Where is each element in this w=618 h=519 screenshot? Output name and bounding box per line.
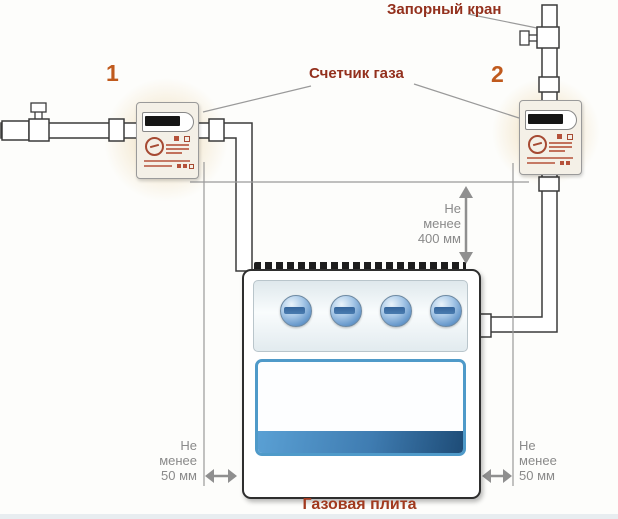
shutoff-valve-handle	[519, 30, 530, 46]
gas-meter-leader-left	[202, 85, 312, 113]
shutoff-valve-leader-line	[467, 13, 538, 29]
dimension-arrow-right-50mm	[482, 469, 512, 483]
gas-meter-label: Счетчик газа	[309, 65, 404, 82]
dimension-400mm-text: Не менее 400 мм	[417, 201, 461, 246]
gas-meter-leader-right	[413, 83, 520, 119]
meter1-display-screen	[145, 116, 180, 126]
coupling-meter1-left	[108, 118, 125, 142]
coupling-meter2-top	[538, 76, 560, 93]
burner-knob-3	[380, 295, 412, 327]
dimension-arrow-vertical-400mm	[459, 186, 473, 264]
meter2-logo	[528, 135, 547, 154]
valve-left	[28, 102, 50, 142]
shutoff-valve-label: Запорный кран	[387, 1, 502, 18]
pipe-sleeve-left	[1, 120, 30, 141]
burner-knob-2	[330, 295, 362, 327]
gas-meter-2	[519, 100, 582, 175]
meter2-face-markings	[567, 134, 573, 140]
oven-door-handle-band	[258, 431, 463, 453]
dimension-left-50mm-text: Не менее 50 мм	[159, 438, 197, 483]
dimension-arrow-left-50mm	[205, 469, 237, 483]
coupling-meter1-right	[208, 118, 225, 142]
gas-meter-1	[136, 102, 199, 179]
coupling-meter2-bottom	[538, 176, 560, 192]
pipe-meter2-to-stove	[474, 171, 558, 333]
meter2-number-label: 2	[491, 61, 504, 87]
shutoff-valve	[519, 26, 560, 49]
meter2-display	[525, 110, 577, 130]
shutoff-valve-body	[536, 26, 560, 49]
gas-stove-label: Газовая плита	[302, 496, 417, 513]
stove-burner-grate	[254, 262, 466, 271]
meter1-face-markings	[174, 136, 179, 141]
meter1-face-markings	[184, 136, 190, 142]
pipe-meter1-to-stove	[189, 122, 253, 272]
meter1-logo	[145, 137, 164, 156]
meter2-face-markings	[557, 134, 562, 139]
valve-left-handle	[30, 102, 47, 113]
valve-left-body	[28, 118, 50, 142]
bottom-edge-strip	[0, 514, 618, 519]
meter1-display	[142, 112, 194, 132]
oven-door	[255, 359, 466, 456]
burner-knob-1	[280, 295, 312, 327]
meter1-number-label: 1	[106, 60, 119, 86]
burner-knob-4	[430, 295, 462, 327]
meter2-display-screen	[528, 114, 563, 124]
stove-control-panel	[253, 280, 468, 352]
gas-stove	[242, 269, 481, 499]
dimension-right-50mm-text: Не менее 50 мм	[519, 438, 557, 483]
